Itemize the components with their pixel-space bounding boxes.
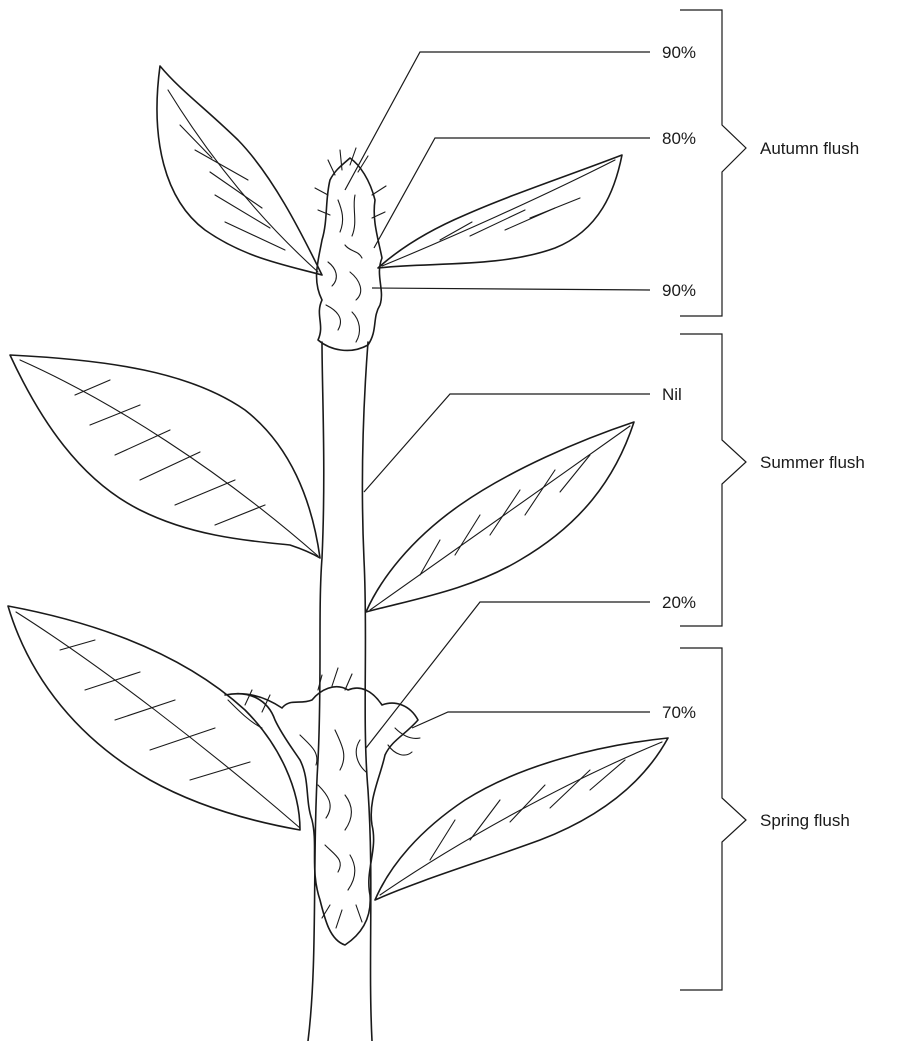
leader-top-tip (345, 52, 650, 190)
callout-spring-shoot: 70% (662, 703, 696, 722)
group-label-summer: Summer flush (760, 453, 865, 472)
callout-summer-stem: Nil (662, 385, 682, 404)
leaf-autumn-left (157, 66, 322, 275)
group-label-spring: Spring flush (760, 811, 850, 830)
main-stem (308, 342, 372, 1041)
leader-upper-axil (374, 138, 650, 248)
callout-autumn-base: 90% (662, 281, 696, 300)
callout-top-tip: 90% (662, 43, 696, 62)
leader-autumn-base (372, 288, 650, 290)
leaf-spring-right (375, 738, 668, 900)
group-label-autumn: Autumn flush (760, 139, 859, 158)
leader-summer-stem (364, 394, 650, 492)
callout-lower-axil: 20% (662, 593, 696, 612)
leaf-summer-left (10, 355, 320, 558)
leaf-spring-left (8, 606, 300, 830)
autumn-shoot-tip (315, 148, 386, 350)
leaf-summer-right (366, 422, 634, 612)
leader-lower-axil (366, 602, 650, 748)
leaf-autumn-right (378, 155, 622, 268)
spring-shoot-cluster (225, 668, 420, 945)
bracket-summer (680, 334, 746, 626)
callout-upper-axil: 80% (662, 129, 696, 148)
bracket-spring (680, 648, 746, 990)
leader-spring-shoot (412, 712, 650, 728)
